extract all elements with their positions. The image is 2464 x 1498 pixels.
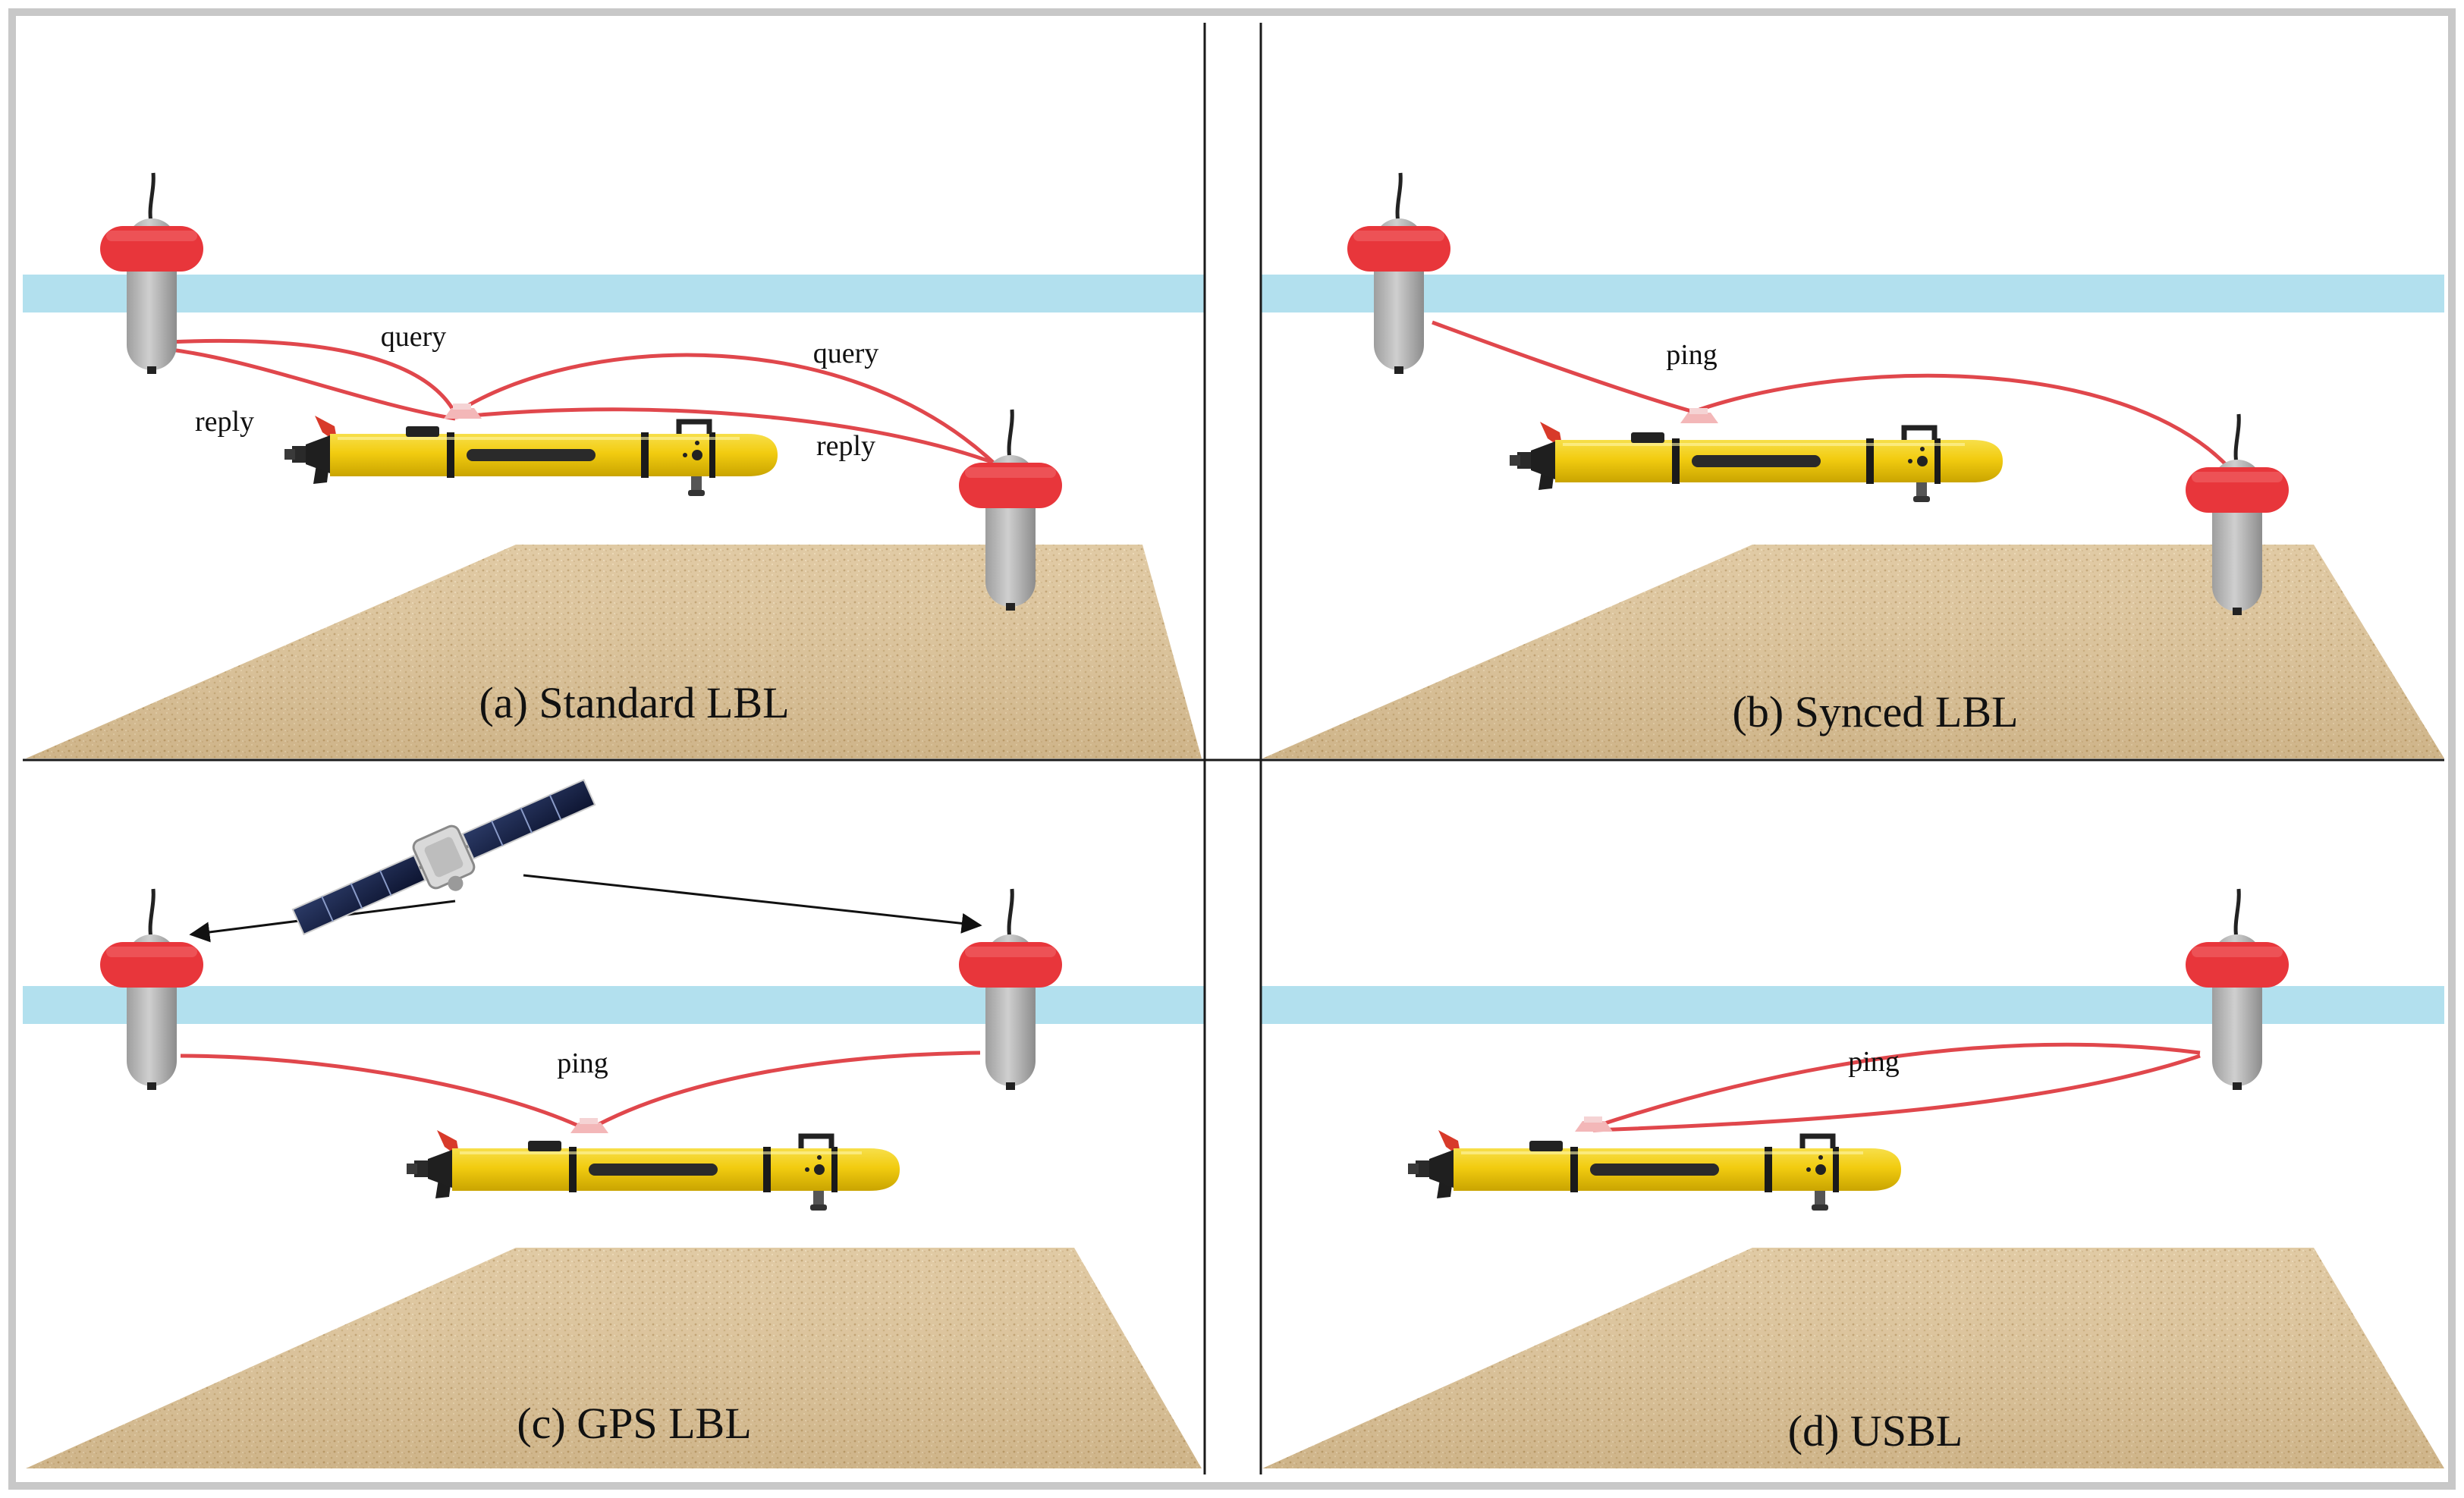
signal-paths — [1432, 320, 2239, 479]
signal-paths — [151, 338, 1010, 479]
signal-label-query: query — [381, 321, 447, 353]
signal-label-query: query — [813, 338, 879, 369]
panel-d-usbl: ping (d) USBL — [1261, 889, 2444, 1468]
gps-link-arrow — [523, 874, 982, 934]
seabed-icon — [26, 545, 1202, 758]
seabed-icon — [1262, 545, 2444, 758]
water-surface — [1261, 986, 2444, 1024]
panel-caption: (a) Standard LBL — [479, 678, 789, 727]
panel-caption: (b) Synced LBL — [1733, 687, 2019, 736]
panel-a-standard-lbl: query query reply reply (a) Standard LBL — [23, 173, 1205, 758]
panel-caption: (d) USBL — [1788, 1406, 1963, 1456]
seabed-icon — [1262, 1248, 2444, 1468]
panel-caption: (c) GPS LBL — [517, 1399, 751, 1448]
panel-b-synced-lbl: ping (b) Synced LBL — [1261, 173, 2444, 758]
satellite-icon — [291, 778, 596, 936]
signal-label-ping: ping — [557, 1047, 608, 1079]
water-surface — [23, 275, 1205, 312]
signal-label-reply: reply — [816, 430, 875, 462]
signal-label-reply: reply — [195, 406, 254, 438]
signal-paths — [1592, 1042, 2201, 1132]
water-surface — [1261, 275, 2444, 312]
signal-label-ping: ping — [1666, 339, 1718, 371]
signal-label-ping: ping — [1848, 1046, 1900, 1078]
seabed-icon — [26, 1248, 1202, 1468]
panel-c-gps-lbl: ping (c) GPS LBL — [23, 778, 1205, 1468]
signal-paths — [180, 1050, 981, 1132]
